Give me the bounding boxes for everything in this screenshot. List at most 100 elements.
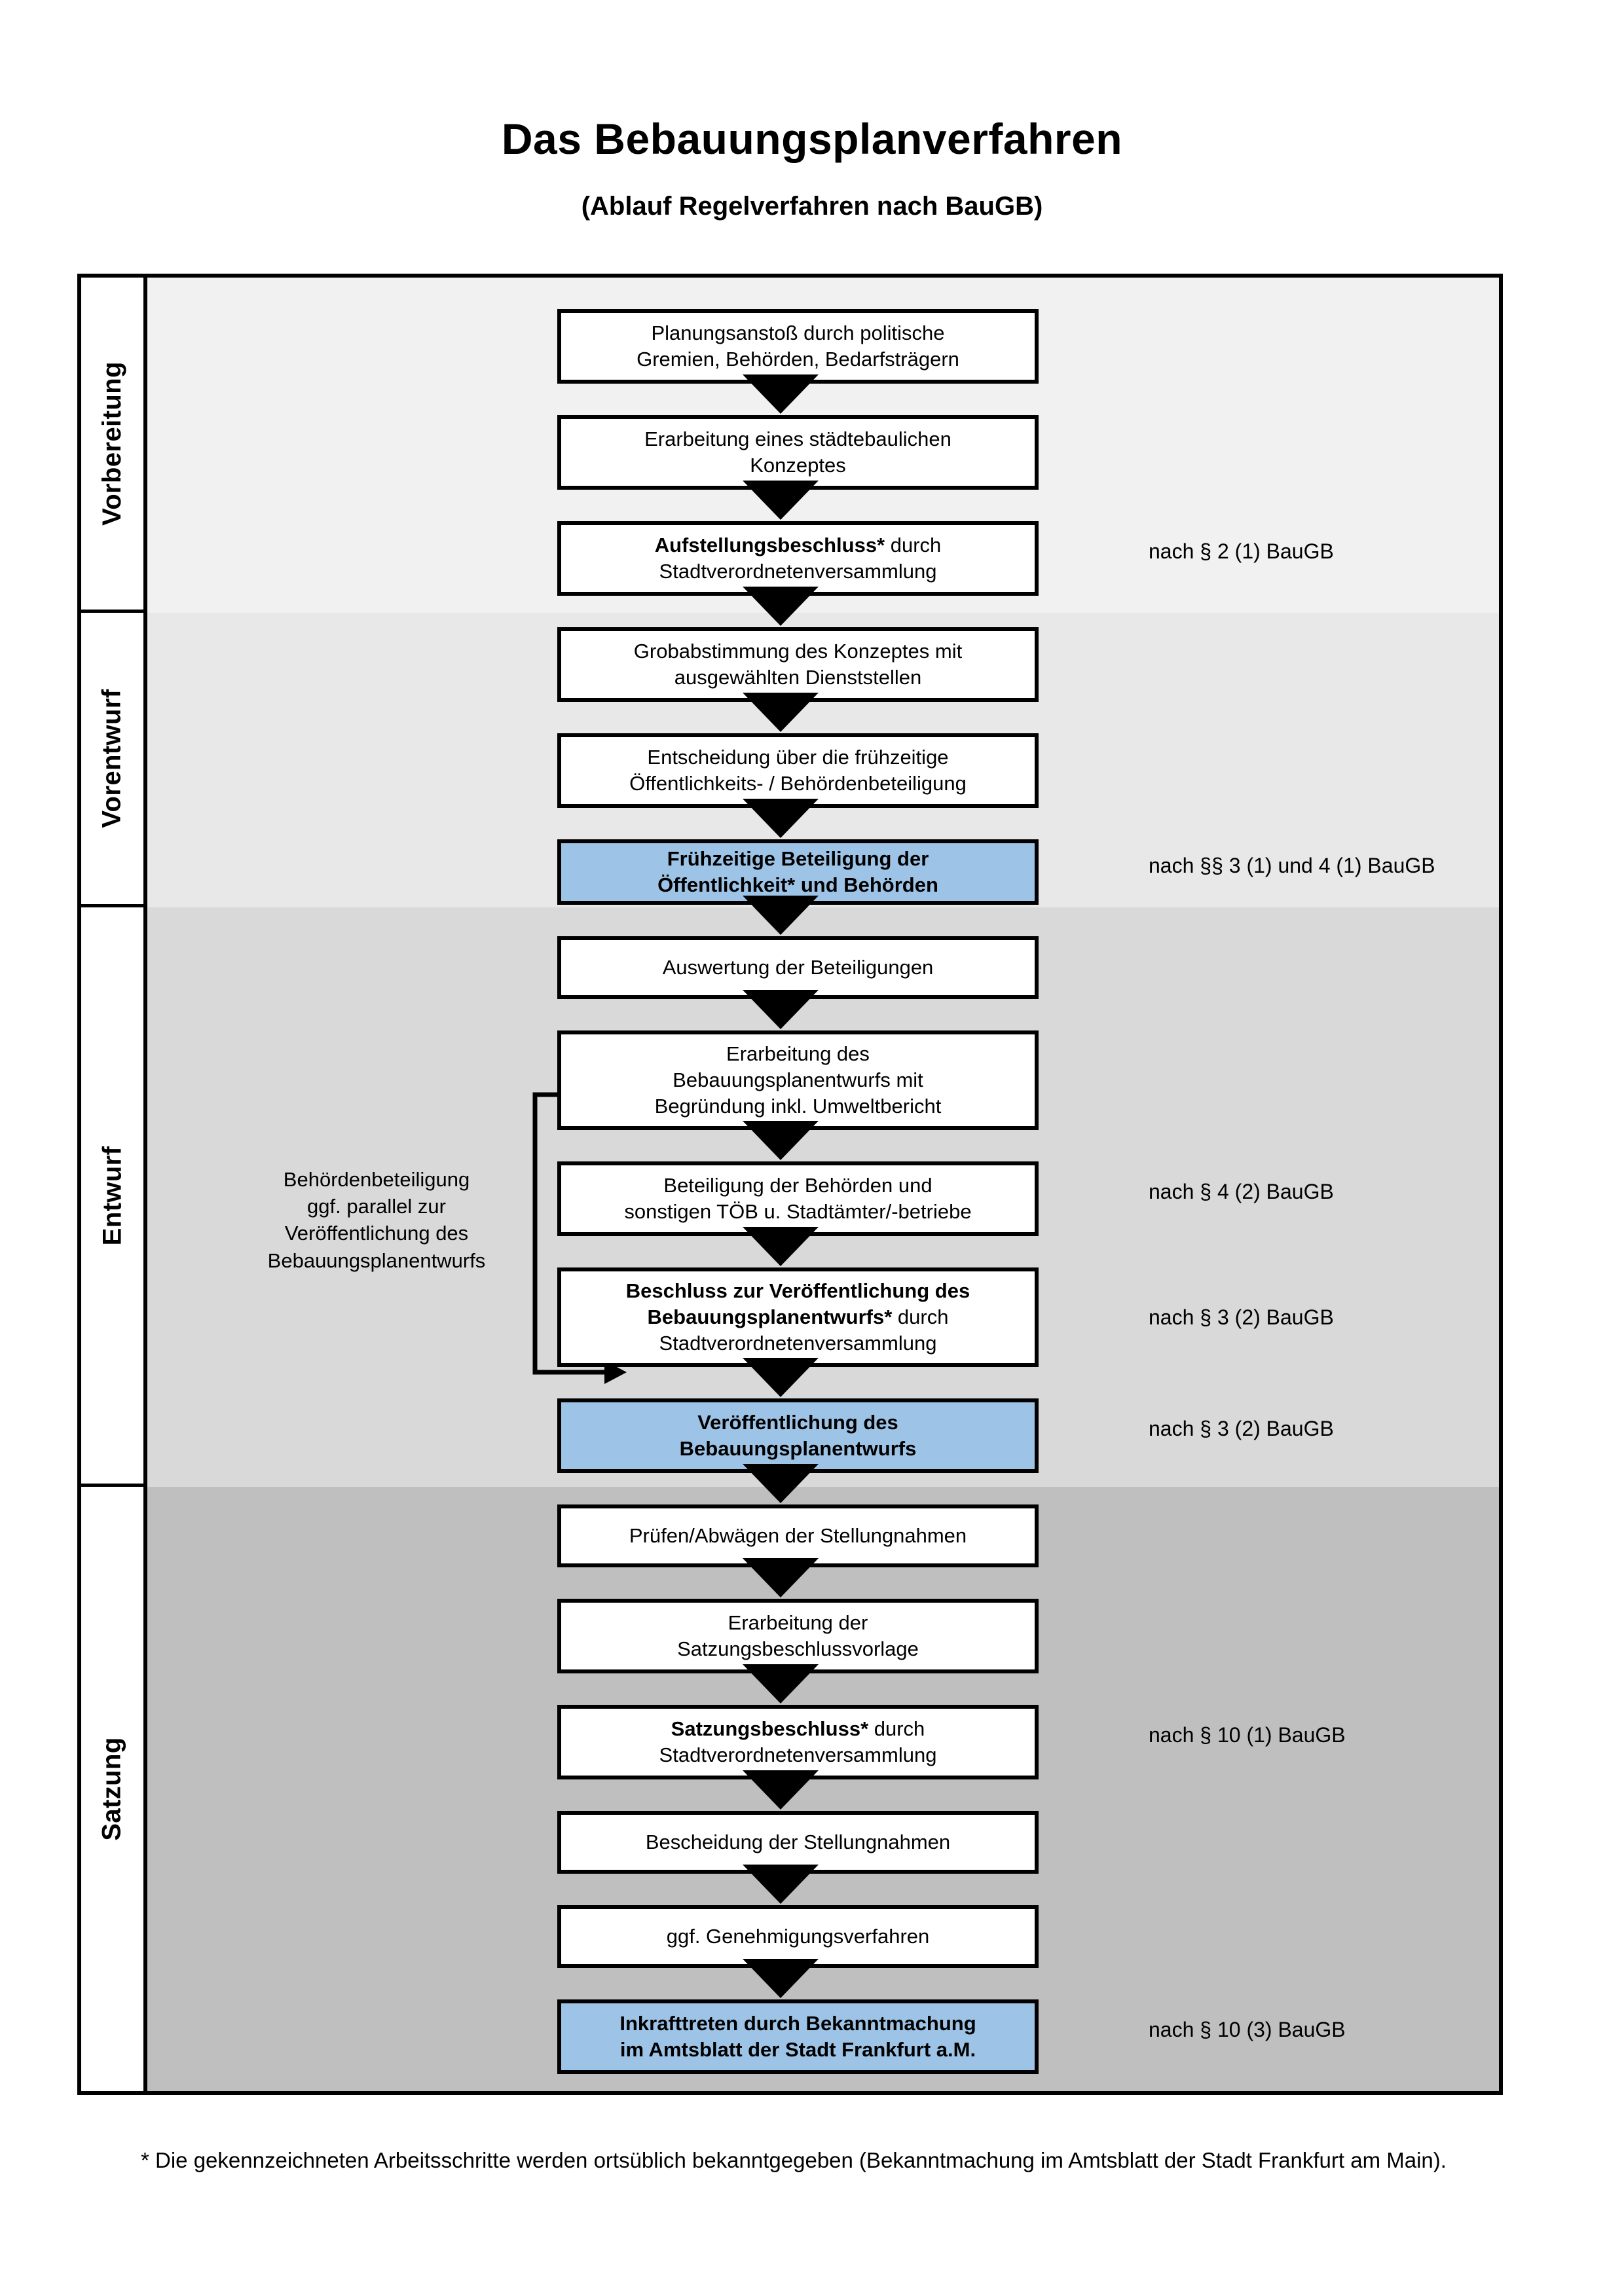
flow-connector-arrow-6 (743, 896, 819, 935)
flow-step-label: ggf. Genehmigungsverfahren (667, 1923, 930, 1950)
flow-step-line: Öffentlichkeit* und Behörden (657, 873, 938, 896)
flow-step-label: Inkrafttreten durch Bekanntmachung im Amt… (619, 2011, 976, 2064)
flow-step-line: Erarbeitung eines städtebaulichen (644, 427, 951, 450)
flow-connector-arrow-13 (743, 1664, 819, 1704)
legal-reference-14: nach § 10 (1) BauGB (1149, 1723, 1346, 1747)
flow-step-line: Satzungsbeschluss* durch (671, 1717, 925, 1740)
flow-step-line: Entscheidung über die frühzeitige (647, 745, 949, 769)
flow-step-line: im Amtsblatt der Stadt Frankfurt a.M. (619, 2038, 976, 2061)
phase-label-vorentwurf: Vorentwurf (81, 613, 147, 907)
flow-step-label: Prüfen/Abwägen der Stellungnahmen (629, 1523, 967, 1549)
flow-step-label: Beteiligung der Behörden und sonstigen TÖ… (624, 1173, 971, 1226)
phase-label-text: Vorbereitung (98, 361, 126, 526)
side-note-line: Bebauungsplanentwurfs (267, 1248, 486, 1272)
flow-step-line: Grobabstimmung des Konzeptes mit (633, 639, 963, 663)
legal-reference-9: nach § 4 (2) BauGB (1149, 1180, 1334, 1203)
flow-step-4[interactable]: Grobabstimmung des Konzeptes mit ausgewäh… (557, 627, 1039, 702)
phase-body-satzung (147, 1487, 1499, 2091)
flow-step-line: Inkrafttreten durch Bekanntmachung (619, 2011, 976, 2035)
page-subtitle: (Ablauf Regelverfahren nach BauGB) (581, 191, 1043, 221)
flow-step-line: Beteiligung der Behörden und (663, 1173, 932, 1197)
flow-step-line: Stadtverordnetenversammlung (659, 1332, 937, 1355)
legal-reference-17: nach § 10 (3) BauGB (1149, 2018, 1346, 2041)
flow-step-line: Stadtverordnetenversammlung (659, 1743, 937, 1766)
flow-step-line: Erarbeitung der (728, 1611, 868, 1634)
flow-step-line: Bescheidung der Stellungnahmen (645, 1830, 951, 1853)
flow-step-12[interactable]: Prüfen/Abwägen der Stellungnahmen (557, 1504, 1039, 1567)
phase-label-text: Entwurf (98, 1146, 127, 1245)
flow-step-line: Bebauungsplanentwurfs (679, 1437, 917, 1460)
side-note-behoerdenbeteiligung: Behördenbeteiligung ggf. parallel zur Ve… (236, 1166, 517, 1274)
flow-connector-arrow-4 (743, 693, 819, 732)
flow-step-line: Satzungsbeschlussvorlage (677, 1637, 919, 1660)
side-note-line: Veröffentlichung des (284, 1222, 469, 1245)
legal-reference-10: nach § 3 (2) BauGB (1149, 1305, 1334, 1329)
phase-band-entwurf: Entwurf Behördenbeteiligung ggf. paralle… (81, 907, 1499, 1487)
legal-reference-6: nach §§ 3 (1) und 4 (1) BauGB (1149, 854, 1435, 877)
flow-connector-arrow-10 (743, 1358, 819, 1397)
flow-step-17[interactable]: Inkrafttreten durch Bekanntmachung im Amt… (557, 1999, 1039, 2074)
flow-step-label: Bescheidung der Stellungnahmen (646, 1829, 950, 1855)
flow-step-9[interactable]: Beteiligung der Behörden und sonstigen TÖ… (557, 1161, 1039, 1236)
flow-connector-arrow-1 (743, 374, 819, 414)
flow-step-line: Beschluss zur Veröffentlichung des (625, 1279, 970, 1302)
flow-step-line: Bebauungsplanentwurfs mit (673, 1068, 923, 1091)
page-title: Das Bebauungsplanverfahren (501, 115, 1123, 163)
flow-step-line: Planungsanstoß durch politische (651, 321, 945, 344)
legal-reference-3: nach § 2 (1) BauGB (1149, 539, 1334, 563)
flow-connector-arrow-15 (743, 1865, 819, 1904)
legal-reference-11: nach § 3 (2) BauGB (1149, 1417, 1334, 1440)
flow-step-line: Stadtverordnetenversammlung (659, 560, 937, 583)
flow-connector-arrow-11 (743, 1464, 819, 1503)
phase-label-text: Vorentwurf (98, 689, 126, 828)
flow-step-label: Grobabstimmung des Konzeptes mit ausgewäh… (634, 638, 962, 691)
flow-step-line: Auswertung der Beteiligungen (662, 955, 934, 979)
flow-step-line: Aufstellungsbeschluss* durch (654, 533, 942, 556)
flow-connector-arrow-3 (743, 587, 819, 626)
flow-connector-arrow-14 (743, 1770, 819, 1810)
phase-label-vorbereitung: Vorbereitung (81, 278, 147, 613)
document-header: Das Bebauungsplanverfahren (Ablauf Regel… (0, 0, 1624, 221)
flow-step-line: ausgewählten Dienststellen (674, 666, 922, 689)
flow-step-line: ggf. Genehmigungsverfahren (666, 1924, 930, 1948)
flow-connector-arrow-7 (743, 990, 819, 1029)
flow-step-line: Veröffentlichung des (697, 1410, 898, 1434)
process-flowchart: Vorbereitung Vorentwurf Entwurf Behörden… (77, 274, 1503, 2095)
flow-step-line: Bebauungsplanentwurfs* durch (647, 1305, 949, 1328)
flow-step-16[interactable]: ggf. Genehmigungsverfahren (557, 1905, 1039, 1968)
flow-connector-arrow-8 (743, 1121, 819, 1160)
flow-step-line: Öffentlichkeits- / Behördenbeteiligung (629, 772, 967, 795)
phase-band-satzung: Satzung (81, 1487, 1499, 2091)
flow-step-7[interactable]: Auswertung der Beteiligungen (557, 936, 1039, 999)
flow-step-label: Auswertung der Beteiligungen (663, 955, 934, 981)
flow-step-line: Gremien, Behörden, Bedarfsträgern (637, 348, 959, 371)
flow-step-line: Erarbeitung des (726, 1042, 870, 1065)
flow-connector-arrow-2 (743, 481, 819, 520)
flow-connector-arrow-12 (743, 1558, 819, 1597)
flow-step-line: sonstigen TÖB u. Stadtämter/-betriebe (624, 1200, 972, 1223)
phase-label-satzung: Satzung (81, 1487, 147, 2091)
flow-connector-arrow-16 (743, 1959, 819, 1998)
flow-connector-arrow-5 (743, 799, 819, 838)
flow-step-15[interactable]: Bescheidung der Stellungnahmen (557, 1811, 1039, 1874)
flow-step-line: Konzeptes (750, 454, 846, 477)
